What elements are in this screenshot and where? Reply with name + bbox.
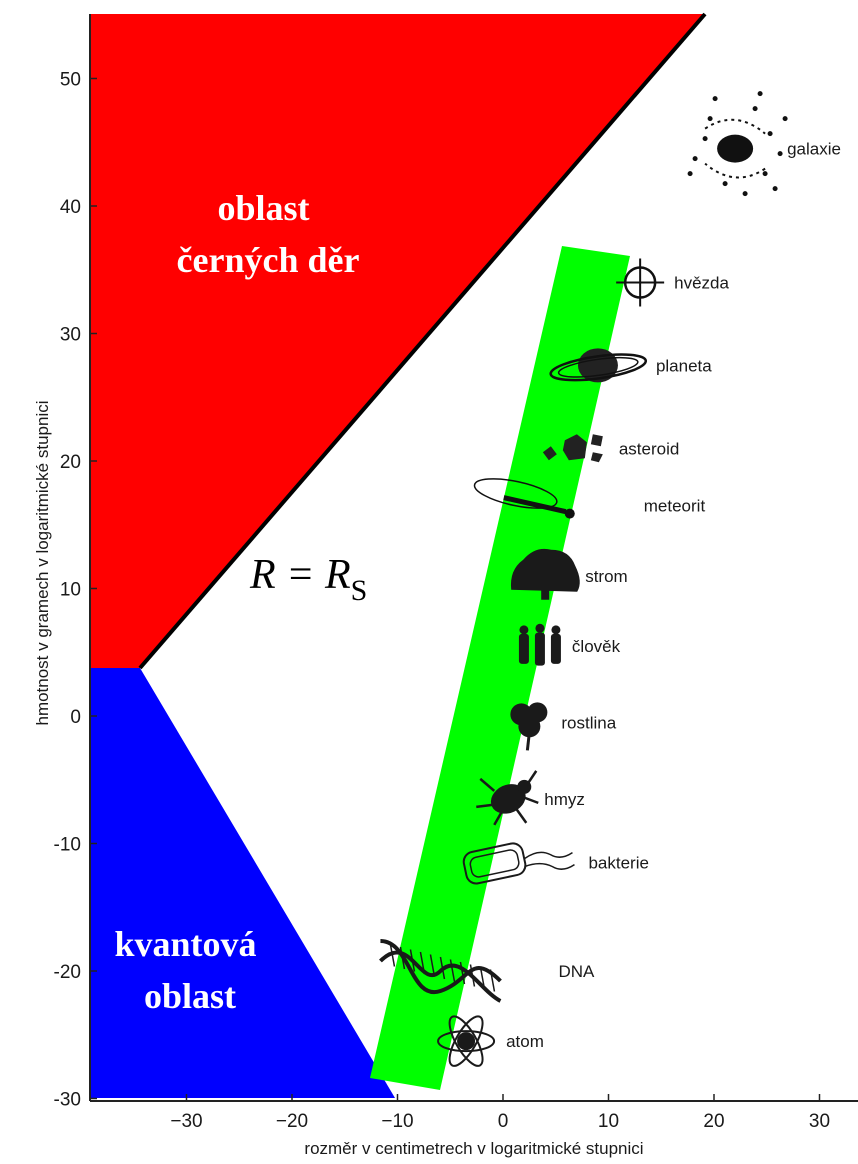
black-hole-region (90, 14, 705, 668)
human-icon (518, 623, 561, 666)
x-axis-label: rozměr v centimetrech v logaritmické stu… (304, 1139, 643, 1158)
everyday-objects-band (370, 246, 630, 1090)
object-label: strom (585, 567, 628, 586)
object-label: člověk (572, 637, 621, 656)
objects: galaxie hvězda planeta asteroid meteorit stro… (379, 91, 841, 1067)
y-tick-label: -10 (54, 835, 81, 856)
object-label: hvězda (674, 274, 729, 293)
object-label: meteorit (644, 497, 706, 516)
black-hole-region-label-line1: oblast (217, 188, 309, 228)
y-tick-label: -30 (54, 1090, 81, 1111)
x-tick-label: −10 (381, 1111, 413, 1132)
x-tick-label: −30 (170, 1111, 202, 1132)
x-ticks: −30 −20 −10 0 10 20 30 (170, 1094, 830, 1132)
x-tick-label: 30 (809, 1111, 830, 1132)
y-axis-label: hmotnost v gramech v logaritmické stupni… (33, 400, 52, 725)
quantum-region-label-line2: oblast (144, 976, 236, 1016)
y-tick-label: 20 (60, 452, 81, 473)
x-tick-label: 0 (498, 1111, 509, 1132)
y-ticks: 50 40 30 20 10 0 -10 -20 -30 (54, 70, 97, 1111)
object-label: hmyz (544, 790, 585, 809)
plant-icon (510, 702, 548, 751)
object-label: planeta (656, 356, 712, 375)
schwarzschild-boundary-line (138, 12, 707, 670)
x-tick-label: −20 (276, 1111, 308, 1132)
star-icon (616, 258, 665, 307)
object-label: DNA (558, 962, 595, 981)
x-tick-label: 20 (703, 1111, 724, 1132)
y-tick-label: 50 (60, 70, 81, 91)
quantum-region (90, 668, 395, 1098)
y-tick-label: 30 (60, 325, 81, 346)
quantum-region-label: kvantová oblast (114, 924, 265, 1016)
y-tick-label: 0 (70, 707, 81, 728)
planet-icon (549, 348, 648, 383)
y-tick-label: 10 (60, 580, 81, 601)
boundary-equation-main: R = R (249, 552, 351, 598)
quantum-region-label-line1: kvantová (114, 924, 256, 964)
object-label: bakterie (588, 854, 648, 873)
black-hole-region-label: oblast černých děr (177, 188, 360, 280)
bacterium-icon (462, 842, 575, 885)
atom-icon (437, 1015, 496, 1067)
boundary-equation: R = RS (249, 552, 367, 607)
boundary-equation-subscript: S (351, 574, 368, 607)
dna-icon (379, 939, 502, 1003)
asteroid-icon (542, 434, 603, 463)
object-label: atom (506, 1032, 544, 1051)
y-tick-label: 40 (60, 197, 81, 218)
object-label: asteroid (619, 439, 679, 458)
tree-icon (510, 548, 580, 600)
x-tick-label: 10 (598, 1111, 619, 1132)
object-label: galaxie (787, 140, 841, 159)
y-tick-label: -20 (54, 962, 81, 983)
black-hole-region-label-line2: černých děr (177, 240, 360, 280)
object-label: rostlina (561, 713, 616, 732)
insect-icon (476, 770, 539, 826)
galaxy-icon (687, 91, 788, 197)
meteorite-icon (473, 478, 575, 519)
